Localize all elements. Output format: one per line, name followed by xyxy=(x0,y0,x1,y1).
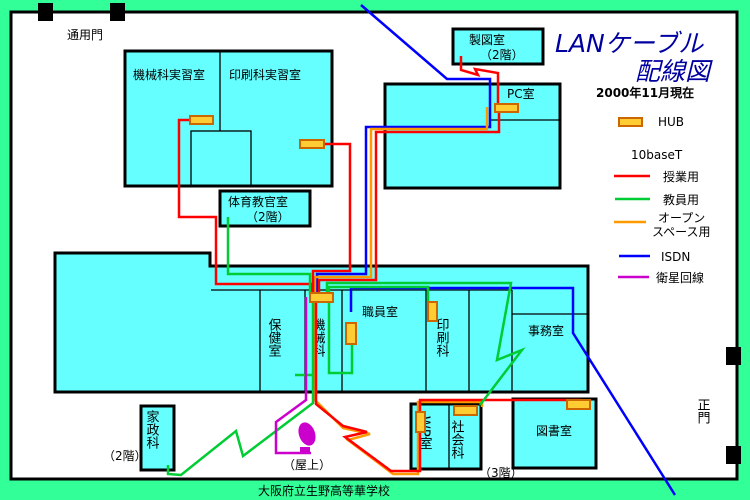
hub-icon xyxy=(415,411,426,433)
legend-label: 衛星回線 xyxy=(656,270,704,285)
room-shakai-label: 社会科 xyxy=(449,419,465,459)
room-tosho-label: 図書室 xyxy=(536,423,572,438)
room-seizu xyxy=(451,27,545,66)
hub-icon xyxy=(494,103,519,113)
school-name: 大阪府立生野高等華学校 xyxy=(258,483,390,498)
hub-icon xyxy=(453,405,478,416)
side-gate-label: 通用門 xyxy=(67,28,103,42)
legend-label: 教員用 xyxy=(663,192,699,207)
diagram-subtitle: 配線図 xyxy=(635,57,713,86)
room-kasei xyxy=(139,404,176,472)
legend-label: オープン xyxy=(658,211,705,225)
room-kikai-jisshu: 機械科実習室 xyxy=(133,67,205,82)
main-gate-label: 正門 xyxy=(695,398,711,425)
gate-post xyxy=(110,3,125,21)
gate-post xyxy=(38,3,53,21)
hub-icon xyxy=(189,115,214,125)
cable-isdn xyxy=(315,4,677,496)
room-hoken: 保健室 xyxy=(266,318,282,357)
room-taiiku xyxy=(218,189,312,228)
room-pc xyxy=(383,82,562,190)
gate-post xyxy=(726,446,741,464)
legend-cable-type: 10baseT xyxy=(631,148,683,162)
hub-icon xyxy=(345,322,357,345)
gate-post xyxy=(726,347,741,365)
hub-icon xyxy=(309,292,334,303)
room-seizu-floor: （2階） xyxy=(480,47,524,62)
room-taiiku-floor: （2階） xyxy=(246,209,290,224)
room-tosho xyxy=(511,397,598,470)
workshop-building xyxy=(123,49,334,188)
room-jimu: 事務室 xyxy=(528,323,564,338)
diagram-date: 2000年11月現在 xyxy=(596,85,694,100)
room-taiiku-label: 体育教官室 xyxy=(228,194,288,209)
room-pc-label: PC室 xyxy=(507,86,535,101)
campus-boundary xyxy=(9,10,739,481)
cable-satellite xyxy=(274,297,311,455)
room-kasei-label: 家政科 xyxy=(144,409,160,449)
room-seizu-label: 製図室 xyxy=(469,32,505,47)
room-kasei-floor: （2階） xyxy=(103,448,147,463)
room-shokuin: 職員室 xyxy=(362,304,398,319)
room-insatsu: 印刷科 xyxy=(434,318,450,357)
hub-icon xyxy=(566,399,591,410)
legend-label: 授業用 xyxy=(663,169,699,184)
rooftop-label: （屋上） xyxy=(283,458,331,472)
room-insatsu-jisshu: 印刷科実習室 xyxy=(229,67,301,82)
wall xyxy=(190,130,252,187)
legend-hub-label: HUB xyxy=(658,115,684,129)
cable-staff xyxy=(166,217,526,477)
satellite-dish-icon xyxy=(298,422,316,453)
legend-label: ISDN xyxy=(661,250,690,264)
legend-hub-icon xyxy=(618,117,643,127)
legend-label: スペース用 xyxy=(652,225,711,239)
hub-icon xyxy=(299,139,325,149)
diagram-title: LANケーブル xyxy=(555,29,704,58)
legend: HUB 10baseT 授業用 教員用 オープン スペース用 ISDN 衛星回線 xyxy=(614,115,711,285)
hub-icon xyxy=(427,301,438,322)
